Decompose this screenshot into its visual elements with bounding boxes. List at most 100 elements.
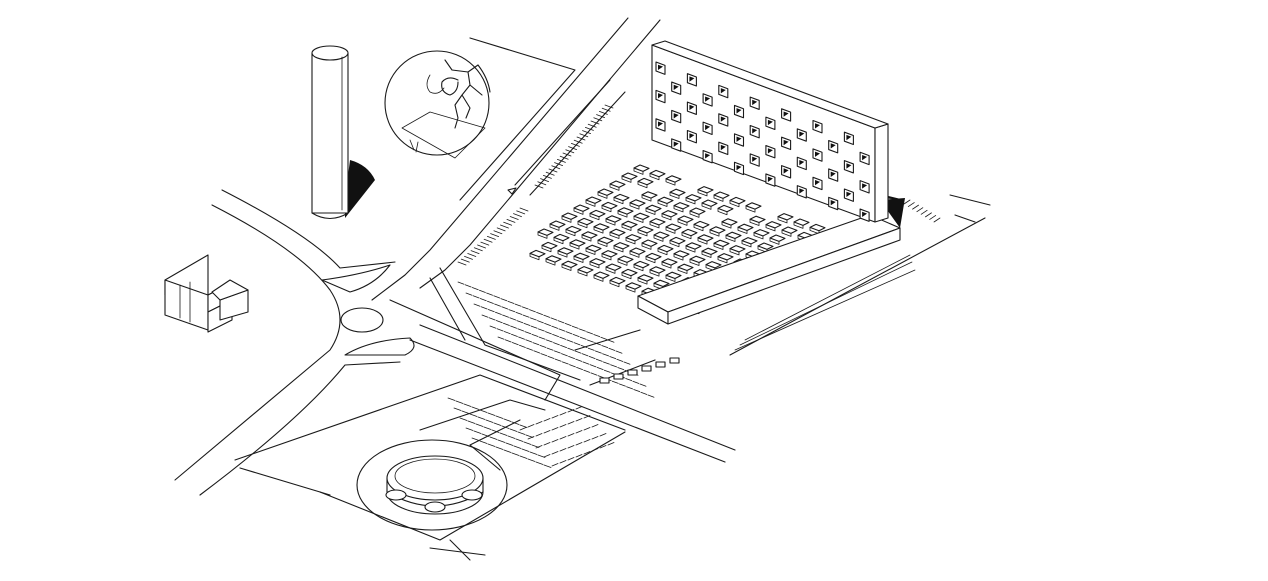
pavilion-34 [677, 215, 694, 223]
parking-row-1-7 [515, 311, 523, 315]
parking-row-4-21 [639, 383, 647, 387]
parking-row-0-6 [500, 298, 508, 302]
strip-east-2 [912, 204, 919, 210]
parking-row-0-1 [464, 284, 472, 288]
pavilion-106 [621, 268, 638, 277]
se-road-c [439, 267, 581, 381]
parking-row-1-11 [544, 322, 551, 326]
pavilion-22 [657, 196, 674, 205]
south-parking-a-2-2 [475, 423, 484, 427]
pavilion-side-95 [633, 264, 644, 272]
parking-row-4-6 [532, 342, 540, 346]
strip-west-0 [519, 207, 529, 212]
strip-north-17 [557, 158, 566, 163]
strip-north-21 [545, 171, 555, 176]
parking-row-0-0 [457, 281, 465, 285]
pavilion-96 [649, 266, 666, 274]
parking-row-5-18 [626, 386, 633, 390]
pavilion-side-66 [577, 221, 588, 229]
wall-tiles [655, 61, 870, 222]
pavilion-side-97 [665, 274, 676, 282]
parking-row-3-2 [495, 320, 503, 324]
pavilion-31 [629, 199, 646, 207]
parking-row-3-11 [560, 344, 567, 348]
pavilion-7 [777, 213, 794, 221]
pavilion-12 [669, 188, 686, 197]
parking-row-4-12 [575, 358, 583, 362]
wall-side [874, 123, 889, 223]
pavilion-side-29 [597, 191, 608, 199]
parking-row-0-16 [571, 325, 579, 329]
pavilion-9 [809, 223, 826, 232]
pavilion-35 [693, 220, 710, 229]
strip-west-13 [477, 244, 486, 249]
parking-row-2-17 [595, 350, 602, 354]
pavilion-92 [585, 244, 602, 253]
south-parking-b-1-7 [583, 415, 591, 419]
strip-north-14 [565, 149, 575, 154]
wall-front [651, 44, 876, 223]
south-parking-a-2-5 [499, 432, 508, 436]
parking-row-1-3 [487, 300, 494, 304]
parking-row-3-19 [617, 367, 625, 371]
strip-west-11 [483, 238, 493, 243]
south-parking-b-4-6 [599, 445, 607, 449]
main-avenue-edge-south [419, 19, 661, 289]
se-boulevard-north [419, 324, 736, 451]
parking-row-2-1 [480, 306, 488, 310]
pavilion-side-22 [657, 199, 668, 207]
wall-tile-fill-2-0 [658, 93, 663, 99]
parking-row-3-18 [610, 364, 617, 368]
parking-row-1-9 [529, 317, 537, 321]
pavilion-side-89 [537, 231, 548, 239]
parking-row-1-18 [594, 342, 601, 346]
pavilion-side-0 [633, 167, 644, 175]
pavilion-side-38 [741, 240, 752, 248]
south-parking-a-2-6 [507, 435, 516, 439]
parking-row-4-15 [596, 367, 604, 371]
pavilion-side-116 [593, 274, 604, 282]
pavilion-side-112 [529, 253, 540, 261]
south-parking-a-4-5 [511, 452, 520, 456]
pavilion-77 [549, 220, 566, 228]
pavilion-side-80 [597, 239, 608, 247]
parking-row-0-4 [486, 292, 493, 296]
parking-row-2-10 [545, 331, 552, 335]
pavilion-side-23 [673, 205, 684, 213]
roundabout-island-south [344, 337, 415, 356]
south-parking-a-4-6 [519, 455, 528, 459]
parking-row-4-16 [603, 369, 611, 373]
parking-row-1-17 [587, 339, 594, 343]
pavilion-side-102 [557, 250, 568, 258]
pavilion-80 [597, 236, 614, 245]
south-parking-a-3-8 [529, 451, 538, 455]
pavilion-116 [593, 271, 610, 279]
pavilion-side-48 [697, 237, 708, 245]
south-block-road-west [239, 467, 331, 496]
parking-row-5-10 [569, 364, 576, 368]
pavilion-side-60 [685, 245, 696, 253]
parking-row-5-11 [576, 366, 583, 370]
pavilion-side-79 [581, 234, 592, 242]
parking-row-3-6 [524, 331, 532, 335]
pavilion-91 [569, 239, 586, 247]
wall-tile-fill-1-1 [673, 84, 679, 91]
pavilion-95 [633, 260, 650, 269]
pavilion-side-105 [605, 266, 616, 274]
parking-row-2-0 [473, 303, 481, 307]
parking-row-5-6 [540, 353, 548, 357]
south-parking-b-0-5 [559, 412, 567, 416]
south-parking-a-3-6 [513, 445, 522, 449]
parking-row-0-2 [471, 287, 479, 291]
wall-tile-fill-5-13 [862, 211, 868, 218]
south-parking-a-4-7 [527, 458, 536, 462]
pavilion-50 [729, 245, 746, 253]
strip-west-19 [457, 261, 467, 266]
parking-row-0-9 [521, 306, 529, 310]
strip-west-4 [506, 218, 516, 223]
pavilion-71 [657, 244, 674, 253]
strip-west-6 [500, 224, 509, 229]
pavilion-side-43 [617, 210, 628, 218]
wall-tile-fill-2-6 [752, 128, 758, 134]
strip-east-1 [907, 202, 915, 207]
